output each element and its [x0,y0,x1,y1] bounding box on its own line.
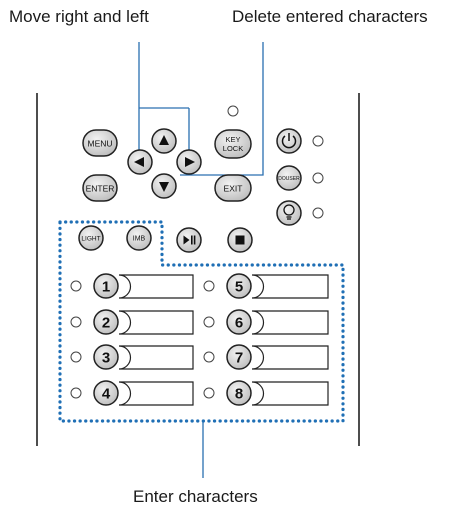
preset-number-8: 8 [235,386,243,403]
imb-label: IMB [133,236,146,243]
power-icon [281,133,297,149]
key-lock-label-line2: LOCK [223,144,243,153]
preset-number-4: 4 [102,386,111,403]
arrow-up-icon [159,135,169,145]
preset-right-column: 5 6 7 8 [203,273,329,406]
exit-button[interactable]: EXIT [214,174,252,202]
stop-button[interactable] [227,227,253,253]
enter-label: ENTER [86,184,115,194]
preset-number-2: 2 [102,315,110,332]
preset-row-7[interactable]: 7 [203,344,329,370]
imb-button[interactable]: IMB [126,225,152,251]
remote-body [36,93,360,446]
preset-row-3[interactable]: 3 [70,344,194,370]
menu-button[interactable]: MENU [82,129,118,157]
arrow-down-icon [159,182,169,192]
arrow-right-button[interactable] [176,149,202,175]
enter-button[interactable]: ENTER [82,174,118,202]
preset-number-1: 1 [102,279,110,296]
indicator-led-top [227,105,239,117]
preset-row-4[interactable]: 4 [70,380,194,406]
enter-characters-highlight [58,220,345,423]
lamp-led [312,207,324,219]
douser-button[interactable]: DOUSER [276,165,302,191]
key-lock-label-line1: KEY [225,135,240,144]
menu-label: MENU [87,139,112,149]
power-button[interactable] [276,128,302,154]
arrow-left-button[interactable] [127,149,153,175]
preset-row-5[interactable]: 5 [203,273,329,299]
exit-label: EXIT [224,184,243,194]
callout-enter-characters: Enter characters [133,487,258,506]
light-label: LIGHT [81,236,100,243]
preset-number-7: 7 [235,350,243,367]
preset-row-1[interactable]: 1 [70,273,194,299]
callout-move-right-left: Move right and left [9,7,149,26]
preset-left-column: 1 2 3 4 [70,273,194,406]
preset-row-2[interactable]: 2 [70,309,194,335]
douser-label: DOUSER [278,176,300,182]
arrow-right-icon [185,157,195,167]
douser-led [312,172,324,184]
preset-row-8[interactable]: 8 [203,380,329,406]
play-pause-icon [183,235,196,245]
lamp-icon [283,204,295,220]
callout-leader-lines [138,42,264,478]
preset-number-6: 6 [235,315,243,332]
arrow-down-button[interactable] [151,173,177,199]
stop-icon [235,235,245,245]
preset-row-6[interactable]: 6 [203,309,329,335]
preset-number-3: 3 [102,350,110,367]
power-led [312,135,324,147]
key-lock-button[interactable]: KEY LOCK [214,129,252,159]
preset-number-5: 5 [235,279,243,296]
light-button[interactable]: LIGHT [78,225,104,251]
lamp-button[interactable] [276,200,302,226]
arrow-up-button[interactable] [151,128,177,154]
play-pause-button[interactable] [176,227,202,253]
callout-delete-characters: Delete entered characters [232,7,428,26]
arrow-left-icon [134,157,144,167]
